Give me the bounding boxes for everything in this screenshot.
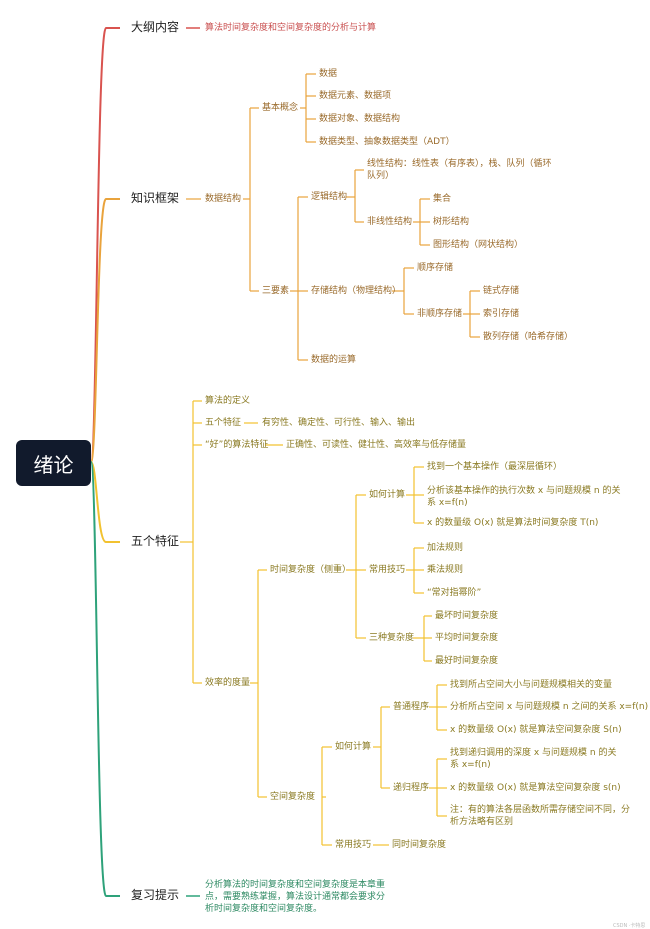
node-time-tips-item[interactable]: 加法规则: [427, 543, 464, 553]
node-review-note[interactable]: 分析算法的时间复杂度和空间复杂度是本章重点，需要熟练掌握，算法设计通常都会要求分…: [205, 880, 386, 914]
node-time-how-item[interactable]: 找到一个基本操作（最深层循环）: [427, 462, 563, 472]
node-five-features[interactable]: 五个特征: [131, 534, 180, 548]
node-complexity-item[interactable]: 最坏时间复杂度: [435, 611, 499, 621]
root-node[interactable]: 绪论: [16, 440, 91, 486]
node-space-how[interactable]: 如何计算: [335, 742, 372, 752]
node-nonlinear-item[interactable]: 图形结构（网状结构）: [433, 240, 524, 250]
node-storage-structure[interactable]: 存储结构（物理结构）: [311, 286, 402, 296]
node-nonsequential-storage[interactable]: 非顺序存储: [417, 309, 463, 319]
node-normal-item[interactable]: 找到所占空间大小与问题规模相关的变量: [450, 680, 613, 690]
node-nonlinear-structure[interactable]: 非线性结构: [367, 217, 413, 227]
node-review[interactable]: 复习提示: [131, 888, 180, 902]
node-basic-item[interactable]: 数据类型、抽象数据类型（ADT）: [319, 137, 455, 147]
node-recursive-item[interactable]: x 的数量级 O(x) 就是算法空间复杂度 s(n): [450, 783, 621, 793]
node-outline-note[interactable]: 算法时间复杂度和空间复杂度的分析与计算: [205, 23, 377, 33]
node-storage-item[interactable]: 散列存储（哈希存储）: [483, 332, 574, 342]
node-recursive-item[interactable]: 注：有的算法各层函数所需存储空间不同，分析方法略有区别: [450, 805, 631, 827]
node-basic-item[interactable]: 数据: [319, 69, 338, 79]
node-normal-program[interactable]: 普通程序: [393, 702, 430, 712]
node-good-algorithm[interactable]: “好”的算法特征: [205, 440, 269, 450]
node-complexity-item[interactable]: 最好时间复杂度: [435, 656, 499, 666]
node-recursive-item[interactable]: 找到递归调用的深度 x 与问题规模 n 的关系 x=f(n): [450, 748, 617, 770]
node-space-tips[interactable]: 常用技巧: [335, 840, 372, 850]
node-normal-item[interactable]: x 的数量级 O(x) 就是算法空间复杂度 S(n): [450, 725, 622, 735]
node-time-how-item[interactable]: 分析该基本操作的执行次数 x 与问题规模 n 的关系 x=f(n): [427, 486, 621, 508]
node-efficiency-measure[interactable]: 效率的度量: [205, 678, 251, 688]
node-algorithm-definition[interactable]: 算法的定义: [205, 396, 251, 406]
node-storage-item[interactable]: 链式存储: [483, 286, 520, 296]
node-logic-structure[interactable]: 逻辑结构: [311, 192, 348, 202]
node-time-complexity[interactable]: 时间复杂度（侧重）: [270, 565, 352, 575]
node-normal-item[interactable]: 分析所占空间 x 与问题规模 n 之间的关系 x=f(n): [450, 702, 649, 712]
node-data-operations[interactable]: 数据的运算: [311, 355, 357, 365]
node-time-how[interactable]: 如何计算: [369, 490, 406, 500]
node-good-algorithm-note[interactable]: 正确性、可读性、健壮性、高效率与低存储量: [286, 440, 467, 450]
node-storage-item[interactable]: 索引存储: [483, 309, 520, 319]
node-five-traits[interactable]: 五个特征: [205, 418, 242, 428]
node-space-tips-note[interactable]: 同时间复杂度: [392, 840, 447, 850]
node-time-tips[interactable]: 常用技巧: [369, 565, 406, 575]
node-time-how-item[interactable]: x 的数量级 O(x) 就是算法时间复杂度 T(n): [427, 518, 599, 528]
node-space-complexity[interactable]: 空间复杂度: [270, 792, 316, 802]
node-three-complexities[interactable]: 三种复杂度: [369, 633, 415, 643]
node-basic-concepts[interactable]: 基本概念: [262, 103, 299, 113]
node-three-elements[interactable]: 三要素: [262, 286, 290, 296]
node-complexity-item[interactable]: 平均时间复杂度: [435, 633, 499, 643]
node-nonlinear-item[interactable]: 树形结构: [433, 217, 470, 227]
node-time-tips-item[interactable]: 乘法规则: [427, 565, 464, 575]
watermark: CSDN ·卡特思: [613, 923, 646, 929]
node-framework[interactable]: 知识框架: [131, 191, 180, 205]
node-basic-item[interactable]: 数据元素、数据项: [319, 91, 392, 101]
node-linear-structure[interactable]: 线性结构：线性表（有序表），栈、队列（循环队列）: [367, 159, 552, 181]
node-five-traits-note[interactable]: 有穷性、确定性、可行性、输入、输出: [262, 418, 416, 428]
node-time-tips-item[interactable]: “常对指幂阶”: [427, 588, 482, 598]
node-nonlinear-item[interactable]: 集合: [433, 194, 452, 204]
node-recursive-program[interactable]: 递归程序: [393, 783, 430, 793]
node-data-structure[interactable]: 数据结构: [205, 194, 242, 204]
node-outline[interactable]: 大纲内容: [131, 20, 180, 34]
node-sequential-storage[interactable]: 顺序存储: [417, 263, 454, 273]
node-basic-item[interactable]: 数据对象、数据结构: [319, 114, 401, 124]
